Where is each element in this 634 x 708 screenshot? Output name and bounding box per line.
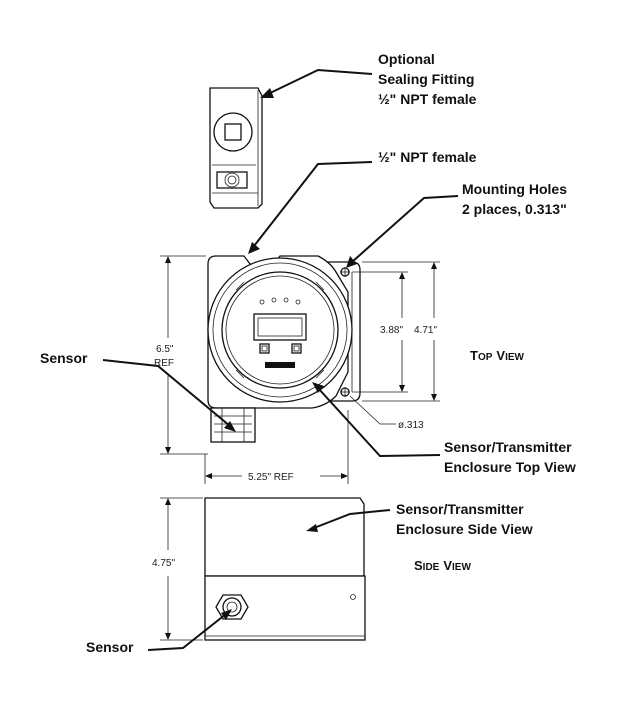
hole-diameter-dimension: ø.313 (398, 420, 424, 431)
hole-spacing-dimension: 3.88" (380, 325, 403, 336)
enclosure-top-label-line2: Enclosure Top View (444, 459, 576, 475)
fitting-label-line1: Optional (378, 51, 435, 67)
height-dimension-value: 6.5" (156, 344, 174, 355)
npt-label: ½" NPT female (378, 149, 477, 165)
mounting-holes-label-line1: Mounting Holes (462, 181, 567, 197)
enclosure-side-label-line2: Enclosure Side View (396, 521, 533, 537)
enclosure-top-label-line1: Sensor/Transmitter (444, 439, 572, 455)
dimension-lines (160, 255, 440, 641)
fitting-label-line2: Sealing Fitting (378, 71, 474, 87)
sensor-side-label: Sensor (86, 639, 134, 655)
fitting-label-line3: ½" NPT female (378, 91, 477, 107)
callout-leaders (102, 68, 459, 651)
sensor-top-view (210, 407, 256, 443)
height-dimension-ref: REF (154, 358, 174, 369)
mounting-holes-label-line2: 2 places, 0.313" (462, 201, 567, 217)
sensor-top-label: Sensor (40, 350, 88, 366)
width-dimension: 5.25" REF (248, 472, 294, 483)
sensor-side-view (222, 597, 242, 617)
enclosure-top-view (207, 255, 361, 443)
enclosure-side-view (204, 497, 366, 641)
sealing-fitting (209, 87, 263, 209)
sensor-hex-nut (215, 594, 249, 620)
bracket-height-dimension: 4.71" (414, 325, 437, 336)
side-height-dimension: 4.75" (152, 558, 175, 569)
enclosure-side-label-line1: Sensor/Transmitter (396, 501, 524, 517)
